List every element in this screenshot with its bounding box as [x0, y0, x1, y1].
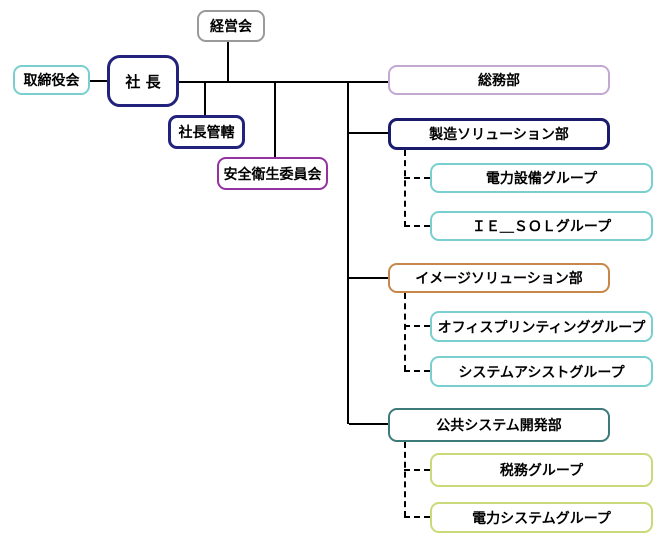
org-node-anzen-eisei-iinkai: 安全衛生委員会 [217, 157, 328, 190]
org-node-shachou-kankatsu: 社長管轄 [168, 115, 245, 149]
dashed-connector-denryoku-system [404, 516, 430, 518]
org-node-image-solution-bu: イメージソリューション部 [388, 263, 610, 293]
connector-keieikai-down [227, 42, 229, 82]
dashed-connector-ie-sol [404, 225, 430, 227]
connector-branch-seizou [349, 132, 388, 134]
connector-main-horizontal [179, 81, 388, 83]
org-node-system-assist-group: システムアシストグループ [430, 356, 653, 387]
connector-to-kankatsu [204, 83, 206, 115]
connector-to-anzen-iinkai [274, 83, 276, 157]
org-node-shachou: 社 長 [107, 55, 179, 107]
org-node-torishimariyakukai: 取締役会 [13, 65, 90, 95]
connector-branch-image-sol [349, 277, 388, 279]
dashed-connector-koukyou-vertical [404, 442, 406, 517]
org-node-denryoku-setsubi-group: 電力設備グループ [430, 163, 653, 193]
org-node-denryoku-system-group: 電力システムグループ [430, 502, 653, 533]
dashed-connector-office-printing [404, 325, 430, 327]
org-node-ie-sol-group: ＩＥ＿ＳＯＬグループ [430, 211, 653, 241]
dashed-connector-system-assist [404, 370, 430, 372]
connector-trunk-vertical [347, 83, 349, 424]
org-node-keieikai: 経営会 [197, 10, 265, 42]
org-node-zeimu-group: 税務グループ [430, 453, 653, 487]
connector-branch-koukyou [349, 423, 388, 425]
org-node-koukyou-system-kaihatsubu: 公共システム開発部 [388, 408, 610, 442]
org-node-seizou-solution-bu: 製造ソリューション部 [388, 118, 610, 150]
org-node-office-printing-group: オフィスプリンティンググループ [430, 311, 653, 342]
dashed-connector-seizou-vertical [404, 150, 406, 227]
org-node-soumubu: 総務部 [388, 65, 610, 95]
dashed-connector-image-vertical [404, 293, 406, 371]
connector-board-to-president [89, 80, 107, 82]
dashed-connector-zeimu [404, 469, 430, 471]
dashed-connector-denryoku-setsubi [404, 177, 430, 179]
